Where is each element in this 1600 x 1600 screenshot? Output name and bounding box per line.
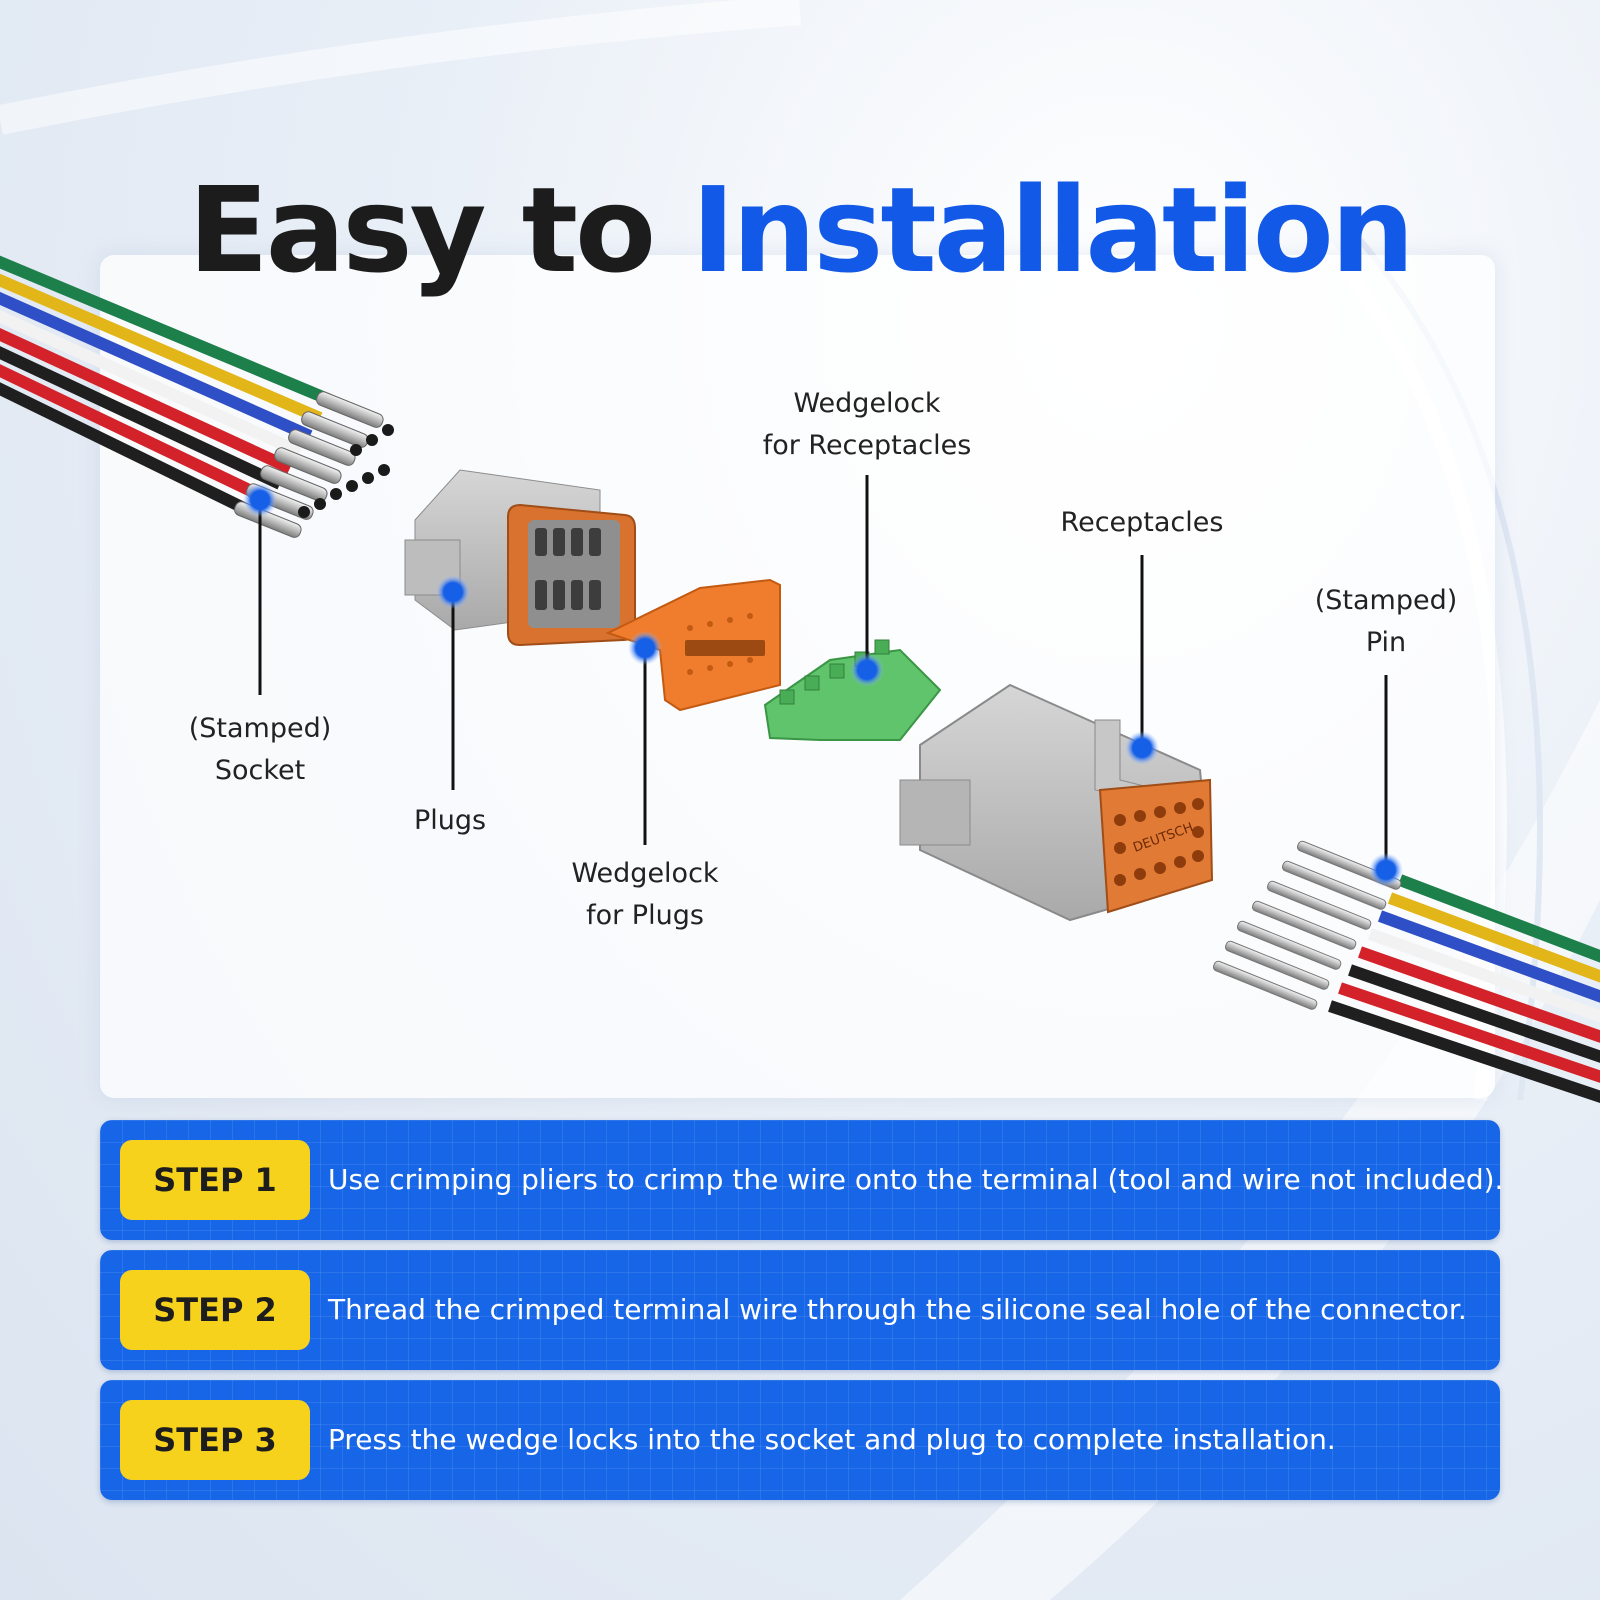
step-badge-3: STEP 3 [120, 1400, 310, 1480]
step-badge-2: STEP 2 [120, 1270, 310, 1350]
green-wedgelock-icon [763, 639, 942, 741]
label-socket-line1: (Stamped) [188, 713, 332, 744]
page-title: Easy to Installation [0, 171, 1600, 289]
label-wedgelock-receptacles-line2: for Receptacles [762, 430, 972, 461]
label-stamped-pin: (Stamped) Pin [1315, 580, 1458, 664]
stamped-socket-terminals-icon [0, 255, 394, 538]
leader-lines [258, 475, 1388, 870]
title-dark-part: Easy to [188, 161, 692, 300]
label-wedgelock-plugs: Wedgelock for Plugs [571, 853, 718, 937]
label-receptacles-line1: Receptacles [1060, 507, 1224, 538]
step-text-1: Use crimping pliers to crimp the wire on… [328, 1163, 1504, 1196]
label-stamped-socket: (Stamped) Socket [189, 708, 332, 792]
label-wedgelock-plugs-line1: Wedgelock [571, 858, 719, 889]
orange-wedgelock-icon [605, 578, 781, 712]
label-socket-line2: Socket [214, 755, 306, 786]
step-card-2: STEP 2 Thread the crimped terminal wire … [100, 1250, 1500, 1370]
title-blue-part: Installation [691, 161, 1415, 300]
label-pin-line1: (Stamped) [1314, 585, 1458, 616]
label-receptacles: Receptacles [1061, 502, 1224, 544]
step-card-3: STEP 3 Press the wedge locks into the so… [100, 1380, 1500, 1500]
step-text-2: Thread the crimped terminal wire through… [328, 1293, 1467, 1326]
label-wedgelock-plugs-line2: for Plugs [586, 900, 704, 931]
label-plugs-line1: Plugs [413, 805, 487, 836]
step-text-3: Press the wedge locks into the socket an… [328, 1423, 1336, 1456]
label-pin-line2: Pin [1365, 627, 1407, 658]
label-wedgelock-receptacles: Wedgelock for Receptacles [763, 383, 972, 467]
step-badge-1: STEP 1 [120, 1140, 310, 1220]
marker-dots [243, 483, 1403, 887]
label-wedgelock-receptacles-line1: Wedgelock [793, 388, 941, 419]
label-plugs: Plugs [414, 800, 486, 842]
stamped-pin-terminals-icon [1212, 840, 1600, 1103]
step-card-1: STEP 1 Use crimping pliers to crimp the … [100, 1120, 1504, 1240]
plug-connector-icon [404, 469, 636, 647]
receptacle-connector-icon: DEUTSCH [899, 683, 1214, 922]
